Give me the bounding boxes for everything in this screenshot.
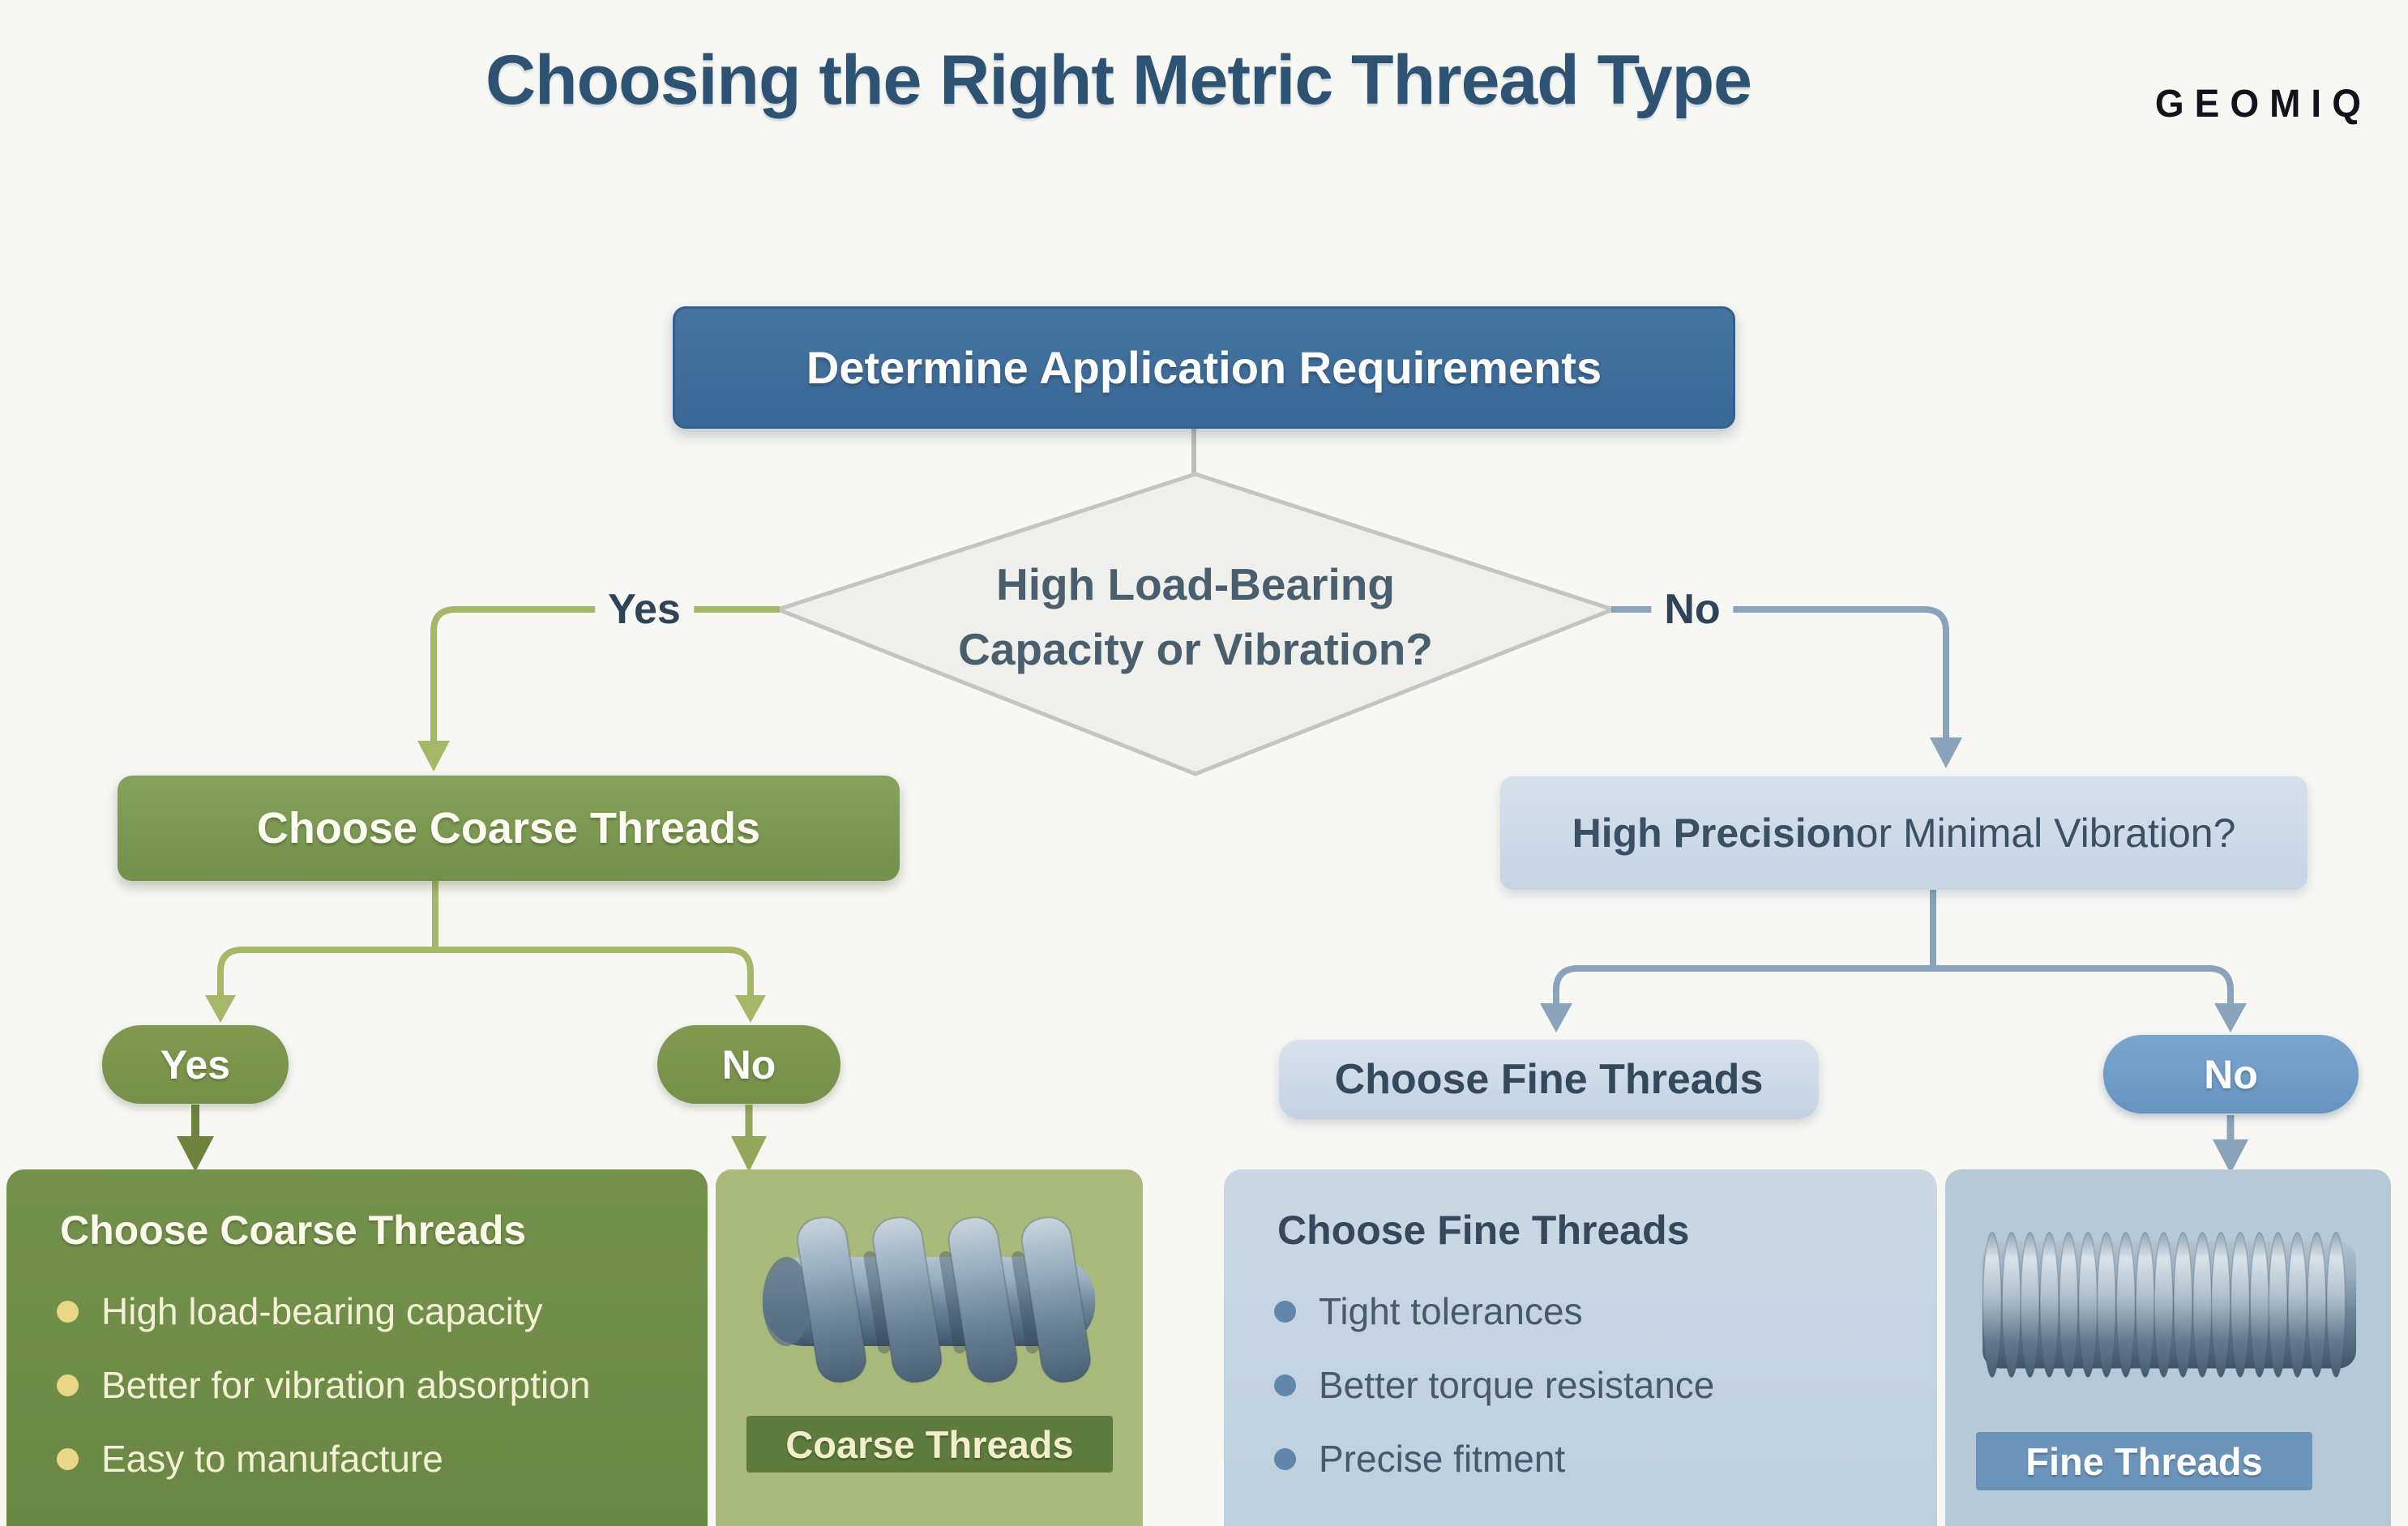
coarse-image-label: Coarse Threads [746,1416,1113,1473]
bullet-icon [57,1448,79,1471]
geomiq-logo: GEOMIQ [2154,80,2372,126]
precision-question-rest: or Minimal Vibration? [1855,810,2236,856]
bullet-icon [1274,1301,1296,1323]
decision-question-line2: Capacity or Vibration? [958,623,1433,674]
coarse-benefits-panel: Choose Coarse Threads High load-bearing … [6,1169,708,1526]
list-item: Better torque resistance [1274,1363,1937,1408]
fine-pill-no: No [2103,1035,2359,1114]
fine-image-label: Fine Threads [1976,1432,2312,1490]
branch-label-yes: Yes [595,583,694,635]
coarse-pill-no-label: No [721,1041,776,1088]
bullet-icon [1274,1448,1296,1471]
coarse-pill-yes-label: Yes [160,1041,231,1088]
coarse-threads-illustration [762,1216,1096,1383]
list-item: Better for vibration absorption [57,1363,708,1408]
branch-label-no: No [1651,583,1734,635]
fine-benefits-panel: Choose Fine Threads Tight tolerances Bet… [1224,1169,1937,1526]
bullet-icon [1274,1374,1296,1397]
list-item: Tight tolerances [1274,1289,1937,1334]
bullet-label: Better torque resistance [1319,1364,1715,1407]
coarse-panel-heading: Choose Coarse Threads [60,1208,527,1253]
choose-coarse-node: Choose Coarse Threads [118,776,900,881]
bullet-label: High load-bearing capacity [101,1290,543,1332]
fine-image-panel: Fine Threads [1945,1169,2391,1526]
decision-question-line1: High Load-Bearing [996,559,1395,609]
bullet-label: Easy to manufacture [101,1438,443,1481]
start-node: Determine Application Requirements [673,306,1735,429]
bullet-icon [57,1374,79,1397]
bullet-label: Precise fitment [1319,1438,1566,1481]
coarse-image-panel: Coarse Threads [716,1169,1143,1526]
fine-panel-heading: Choose Fine Threads [1277,1208,1690,1253]
page-title: Choosing the Right Metric Thread Type [485,41,1752,119]
start-node-label: Determine Application Requirements [806,342,1602,393]
choose-coarse-node-label: Choose Coarse Threads [256,804,761,853]
bullet-label: Better for vibration absorption [101,1364,591,1407]
decision-question: High Load-Bearing Capacity or Vibration? [912,553,1479,682]
coarse-pill-no: No [657,1025,840,1104]
list-item: Precise fitment [1274,1437,1937,1481]
precision-question-node: High Precision or Minimal Vibration? [1500,776,2307,890]
choose-fine-node-label: Choose Fine Threads [1334,1056,1764,1103]
list-item: Easy to manufacture [57,1437,708,1481]
bullet-icon [57,1301,79,1323]
precision-question-bold: High Precision [1572,810,1856,856]
fine-pill-no-label: No [2204,1051,2258,1097]
coarse-pill-yes: Yes [102,1025,289,1104]
choose-fine-node: Choose Fine Threads [1279,1040,1819,1119]
list-item: High load-bearing capacity [57,1289,708,1334]
fine-threads-illustration [1982,1231,2357,1379]
bullet-label: Tight tolerances [1319,1290,1583,1332]
